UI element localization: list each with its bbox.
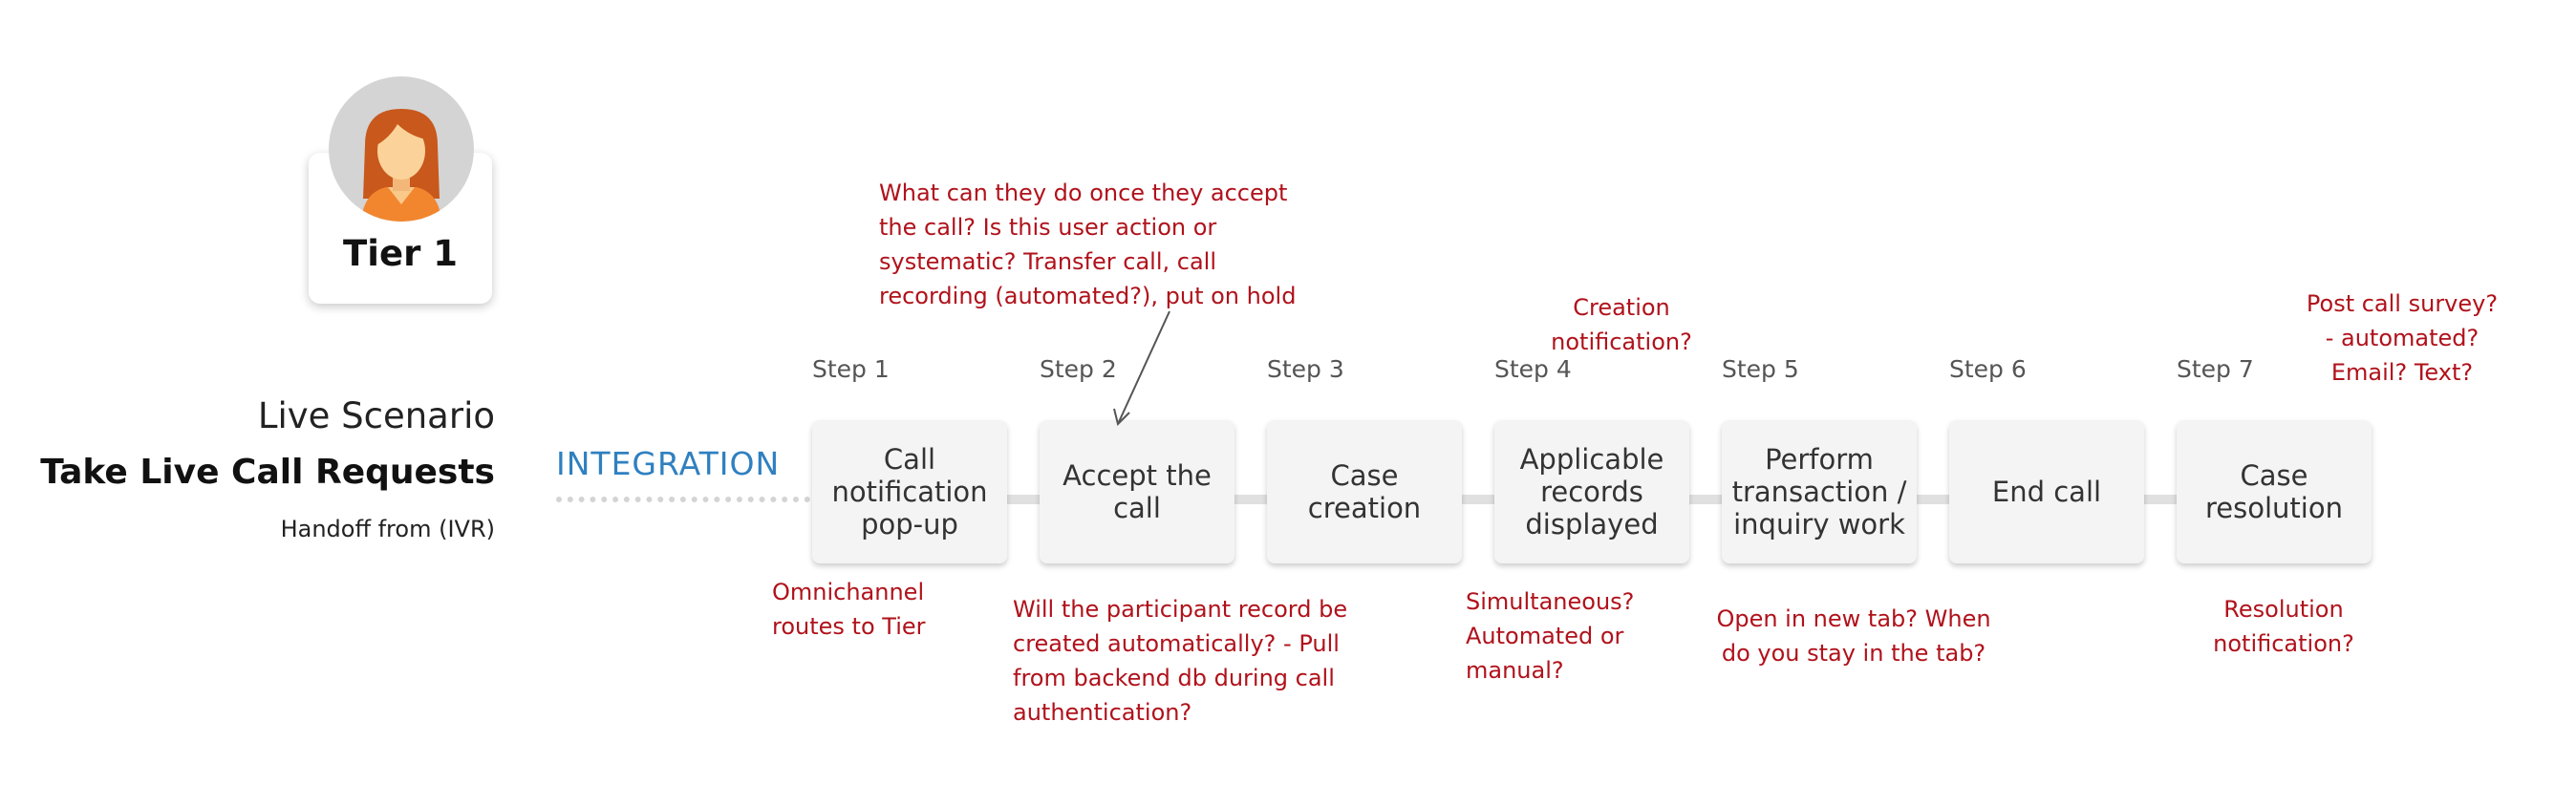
flow-connector <box>1917 495 1949 504</box>
annotation-arrow <box>1113 310 1170 426</box>
step-box-case-creation[interactable]: Case creation <box>1267 420 1462 563</box>
annotation-resolution-notification: Resolution notification? <box>2213 596 2354 657</box>
scenario-subtitle: Live Scenario <box>257 395 495 436</box>
annotation-creation-notification: Creation notification? <box>1551 294 1692 355</box>
step-label-6: Step 6 <box>1949 355 2027 383</box>
annotation-omnichannel: Omnichannel routes to Tier <box>772 579 926 640</box>
annotation-participant-record: Will the participant record be created a… <box>1013 596 1348 726</box>
persona-title: Tier 1 <box>343 233 458 274</box>
step-label-4: Step 4 <box>1494 355 1572 383</box>
step-box-case-resolution[interactable]: Case resolution <box>2177 420 2372 563</box>
annotation-accept-question: What can they do once they accept the ca… <box>879 180 1297 309</box>
step-box-records-displayed[interactable]: Applicable records displayed <box>1494 420 1689 563</box>
step-label-5: Step 5 <box>1722 355 1799 383</box>
integration-dotted-line <box>556 497 810 502</box>
scenario-handoff: Handoff from (IVR) <box>280 516 495 542</box>
annotation-post-call-survey: Post call survey? - automated? Email? Te… <box>2306 290 2499 386</box>
step-box-perform-transaction[interactable]: Perform transaction / inquiry work <box>1722 420 1917 563</box>
flow-connector <box>1234 495 1267 504</box>
integration-label: INTEGRATION <box>556 445 781 482</box>
step-label-3: Step 3 <box>1267 355 1344 383</box>
flow-connector <box>1007 495 1040 504</box>
step-label-7: Step 7 <box>2177 355 2254 383</box>
step-label-2: Step 2 <box>1040 355 1117 383</box>
flow-connector <box>1462 495 1494 504</box>
step-box-accept-call[interactable]: Accept the call <box>1040 420 1234 563</box>
flow-connector <box>1689 495 1722 504</box>
step-box-end-call[interactable]: End call <box>1949 420 2144 563</box>
step-label-1: Step 1 <box>812 355 890 383</box>
flow-connector <box>2144 495 2177 504</box>
annotation-simultaneous: Simultaneous? Automated or manual? <box>1466 588 1635 684</box>
step-box-call-notification[interactable]: Call notification pop-up <box>812 420 1007 563</box>
scenario-title: Take Live Call Requests <box>40 453 495 492</box>
annotation-new-tab: Open in new tab? When do you stay in the… <box>1716 605 1991 667</box>
avatar-icon <box>329 76 474 222</box>
